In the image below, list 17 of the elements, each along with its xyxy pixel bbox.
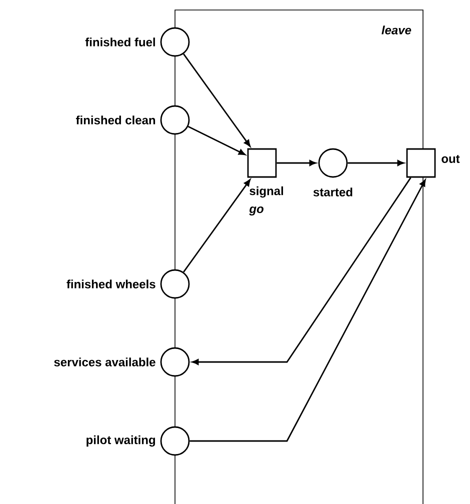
place-label: pilot waiting	[86, 435, 155, 447]
transition-label: signal	[250, 186, 284, 198]
place-label: finished fuel	[85, 38, 155, 46]
place-label: services available	[54, 358, 156, 366]
transition-label: out	[442, 155, 460, 163]
place-label: finished clean	[76, 116, 156, 124]
arrow	[188, 126, 246, 156]
arrow	[183, 179, 250, 272]
frame-label: leave	[382, 26, 412, 34]
place-label: started	[313, 188, 352, 196]
arrow	[190, 179, 426, 442]
transition-name: go	[249, 206, 264, 216]
arrow	[192, 177, 412, 365]
arrow	[276, 160, 316, 166]
arrow	[183, 54, 250, 147]
place-label: finished wheels	[66, 280, 156, 288]
arrow	[348, 160, 404, 166]
